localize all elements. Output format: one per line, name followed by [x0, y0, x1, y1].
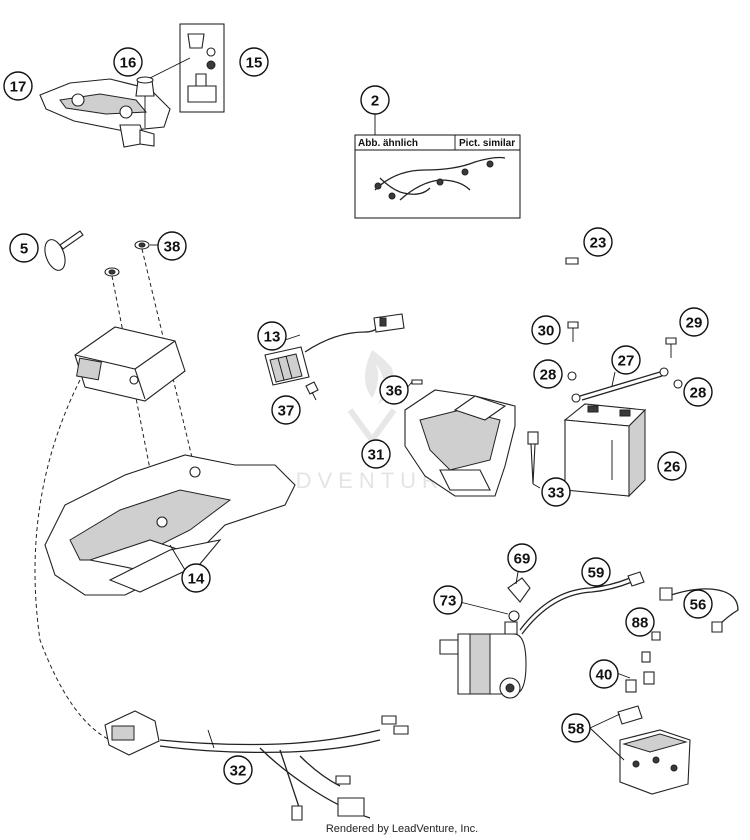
part-14-tray: [44, 454, 296, 596]
part-40-fuses: [613, 651, 655, 693]
svg-text:16: 16: [120, 55, 137, 72]
part-58-relay: [589, 705, 691, 795]
callout-31: 31: [361, 439, 391, 469]
svg-text:38: 38: [164, 239, 181, 256]
part-59-starter-cable: [519, 571, 645, 635]
svg-text:32: 32: [230, 763, 247, 780]
svg-text:23: 23: [590, 235, 607, 252]
part-31-battery-box: [404, 389, 516, 497]
callout-23: 23: [583, 227, 613, 257]
svg-text:69: 69: [514, 551, 531, 568]
svg-text:36: 36: [386, 383, 403, 400]
inset-label-de: Abb. ähnlich: [358, 138, 418, 149]
callout-28-left: 28: [533, 359, 563, 389]
svg-text:58: 58: [568, 721, 585, 738]
part-2-harness-inset: Abb. ähnlich Pict. similar: [354, 110, 521, 219]
svg-text:28: 28: [540, 367, 557, 384]
starter-motor: [439, 621, 527, 699]
part-33-strap: [527, 431, 541, 489]
callout-28-right: 28: [683, 377, 713, 407]
callout-38: 38: [157, 231, 187, 261]
callout-59: 59: [581, 557, 611, 587]
svg-text:37: 37: [278, 403, 295, 420]
part-88-screw: [651, 631, 661, 641]
callout-17: 17: [3, 71, 33, 101]
svg-text:27: 27: [618, 353, 635, 370]
svg-text:29: 29: [686, 315, 703, 332]
part-5-cable-tie: [44, 230, 84, 271]
callout-2: 2: [360, 85, 390, 115]
part-32-sub-harness: [104, 710, 409, 821]
callout-14: 14: [181, 563, 211, 593]
svg-text:2: 2: [371, 93, 379, 110]
part-37-bolt: [305, 381, 319, 401]
part-16-knob: [135, 76, 155, 128]
callout-40: 40: [589, 659, 619, 689]
callout-29: 29: [679, 307, 709, 337]
callout-32: 32: [223, 755, 253, 785]
svg-text:56: 56: [690, 597, 707, 614]
svg-text:73: 73: [440, 593, 457, 610]
svg-text:59: 59: [588, 565, 605, 582]
part-26-battery: [563, 403, 647, 498]
part-69-boot: [507, 571, 531, 603]
callout-27: 27: [611, 345, 641, 375]
inset-label-en: Pict. similar: [459, 138, 515, 149]
part-28-nuts: [567, 371, 683, 389]
part-29-bolt: [665, 337, 677, 358]
svg-text:15: 15: [246, 55, 263, 72]
callout-30: 30: [531, 315, 561, 345]
svg-text:13: 13: [264, 329, 281, 346]
part-30-bolt: [567, 321, 579, 342]
part-23-clip: [565, 257, 579, 265]
svg-text:5: 5: [20, 241, 28, 258]
callout-13: 13: [257, 321, 287, 351]
callout-37: 37: [271, 395, 301, 425]
svg-text:26: 26: [664, 459, 681, 476]
callout-56: 56: [683, 589, 713, 619]
svg-text:31: 31: [368, 447, 385, 464]
callout-5: 5: [9, 233, 39, 263]
svg-text:28: 28: [690, 385, 707, 402]
footer-credit: Rendered by LeadVenture, Inc.: [326, 823, 478, 835]
callout-73: 73: [433, 585, 463, 615]
svg-text:17: 17: [10, 79, 27, 96]
callout-16: 16: [113, 47, 143, 77]
callout-33: 33: [541, 477, 571, 507]
callout-88: 88: [625, 607, 655, 637]
callout-58: 58: [561, 713, 591, 743]
svg-text:40: 40: [596, 667, 613, 684]
part-73-nut: [459, 601, 520, 622]
svg-text:88: 88: [632, 615, 649, 632]
svg-text:33: 33: [548, 485, 565, 502]
callout-36: 36: [379, 375, 409, 405]
svg-text:30: 30: [538, 323, 555, 340]
part-56-ground-cable: [659, 587, 739, 633]
callout-69: 69: [507, 543, 537, 573]
ecu-module: [34, 326, 186, 741]
callout-15: 15: [239, 47, 269, 77]
part-27-battery-cable: [571, 367, 669, 403]
callout-26: 26: [657, 451, 687, 481]
part-15-detail-box: [149, 23, 225, 113]
svg-text:14: 14: [188, 571, 205, 588]
